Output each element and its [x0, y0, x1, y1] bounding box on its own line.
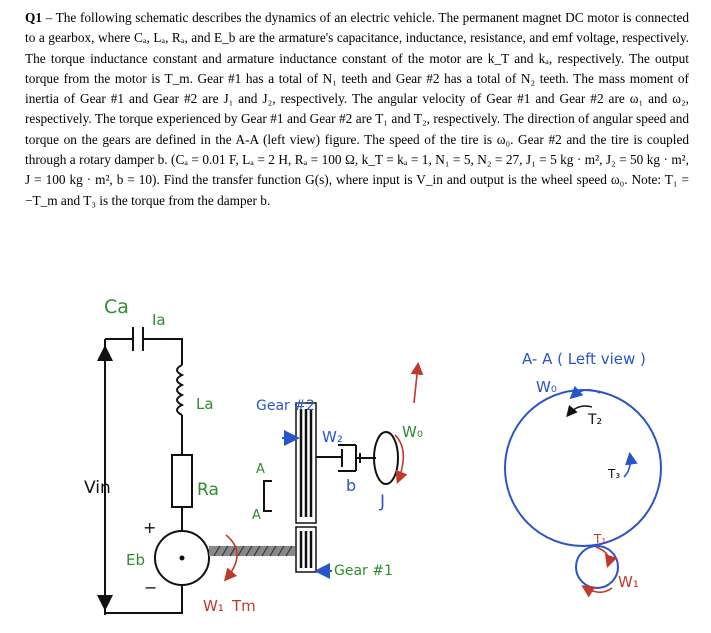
- label-w0: W₀: [402, 423, 423, 441]
- label-b: b: [346, 476, 356, 495]
- label-tm: Tm: [231, 597, 256, 615]
- label-ca: Ca: [104, 296, 129, 318]
- view-label-t3: T₃: [607, 467, 620, 481]
- view-label-w0: W₀: [536, 378, 557, 396]
- motor-shaft: [179, 555, 185, 561]
- label-vin: Vin: [84, 478, 111, 498]
- label-j: J: [379, 492, 385, 512]
- gear1-left-view: [575, 545, 619, 589]
- label-ia: Ia: [152, 311, 166, 329]
- inductor-la: [176, 364, 185, 416]
- view-t2-arrow: [566, 404, 593, 418]
- motor-shaft-line: [209, 545, 295, 557]
- label-w1: W₁: [203, 597, 224, 615]
- view-w1-arrow: [581, 585, 613, 598]
- resistor-ra: [171, 454, 193, 508]
- view-label-t2: T₂: [587, 412, 602, 428]
- label-a-bottom: A: [252, 508, 261, 523]
- w0-arrow-line: [410, 361, 424, 404]
- label-w2: W₂: [322, 428, 343, 446]
- motor-eb: [154, 530, 210, 586]
- question-label: Q1: [25, 10, 42, 25]
- view-w0-arrow: [569, 385, 601, 400]
- w1-rotation-arrow: [223, 534, 238, 582]
- ev-schematic-figure: Ca Ia La Ra Vin + Eb − Gear #2 W₂ A A b …: [84, 296, 662, 615]
- gear2-left-view: [504, 389, 662, 547]
- view-title: A- A ( Left view ): [522, 350, 646, 368]
- circuit-wires: [104, 338, 183, 615]
- gear-2: [295, 402, 317, 524]
- a-section-marks: [263, 480, 272, 512]
- question-text: – The following schematic describes the …: [25, 10, 689, 208]
- label-minus: −: [144, 578, 157, 597]
- gear-1: [295, 526, 317, 573]
- problem-statement: Q1 – The following schematic describes t…: [25, 8, 689, 211]
- w0-rotation-arrow: [394, 434, 408, 484]
- label-gear1: Gear #1: [334, 563, 393, 579]
- view-t3-arrow: [623, 451, 638, 478]
- view-t1-arrow: [595, 546, 618, 569]
- label-plus: +: [143, 518, 156, 537]
- capacitor-ca: [132, 327, 144, 351]
- view-label-w1: W₁: [618, 573, 639, 591]
- damper-b: [316, 444, 376, 472]
- label-a-top: A: [256, 462, 265, 477]
- view-label-t1: T₁: [593, 532, 606, 546]
- label-ra: Ra: [197, 480, 219, 500]
- tire-j: [373, 431, 399, 485]
- label-gear2: Gear #2: [256, 398, 315, 414]
- label-eb: Eb: [126, 551, 145, 569]
- label-la: La: [196, 395, 214, 413]
